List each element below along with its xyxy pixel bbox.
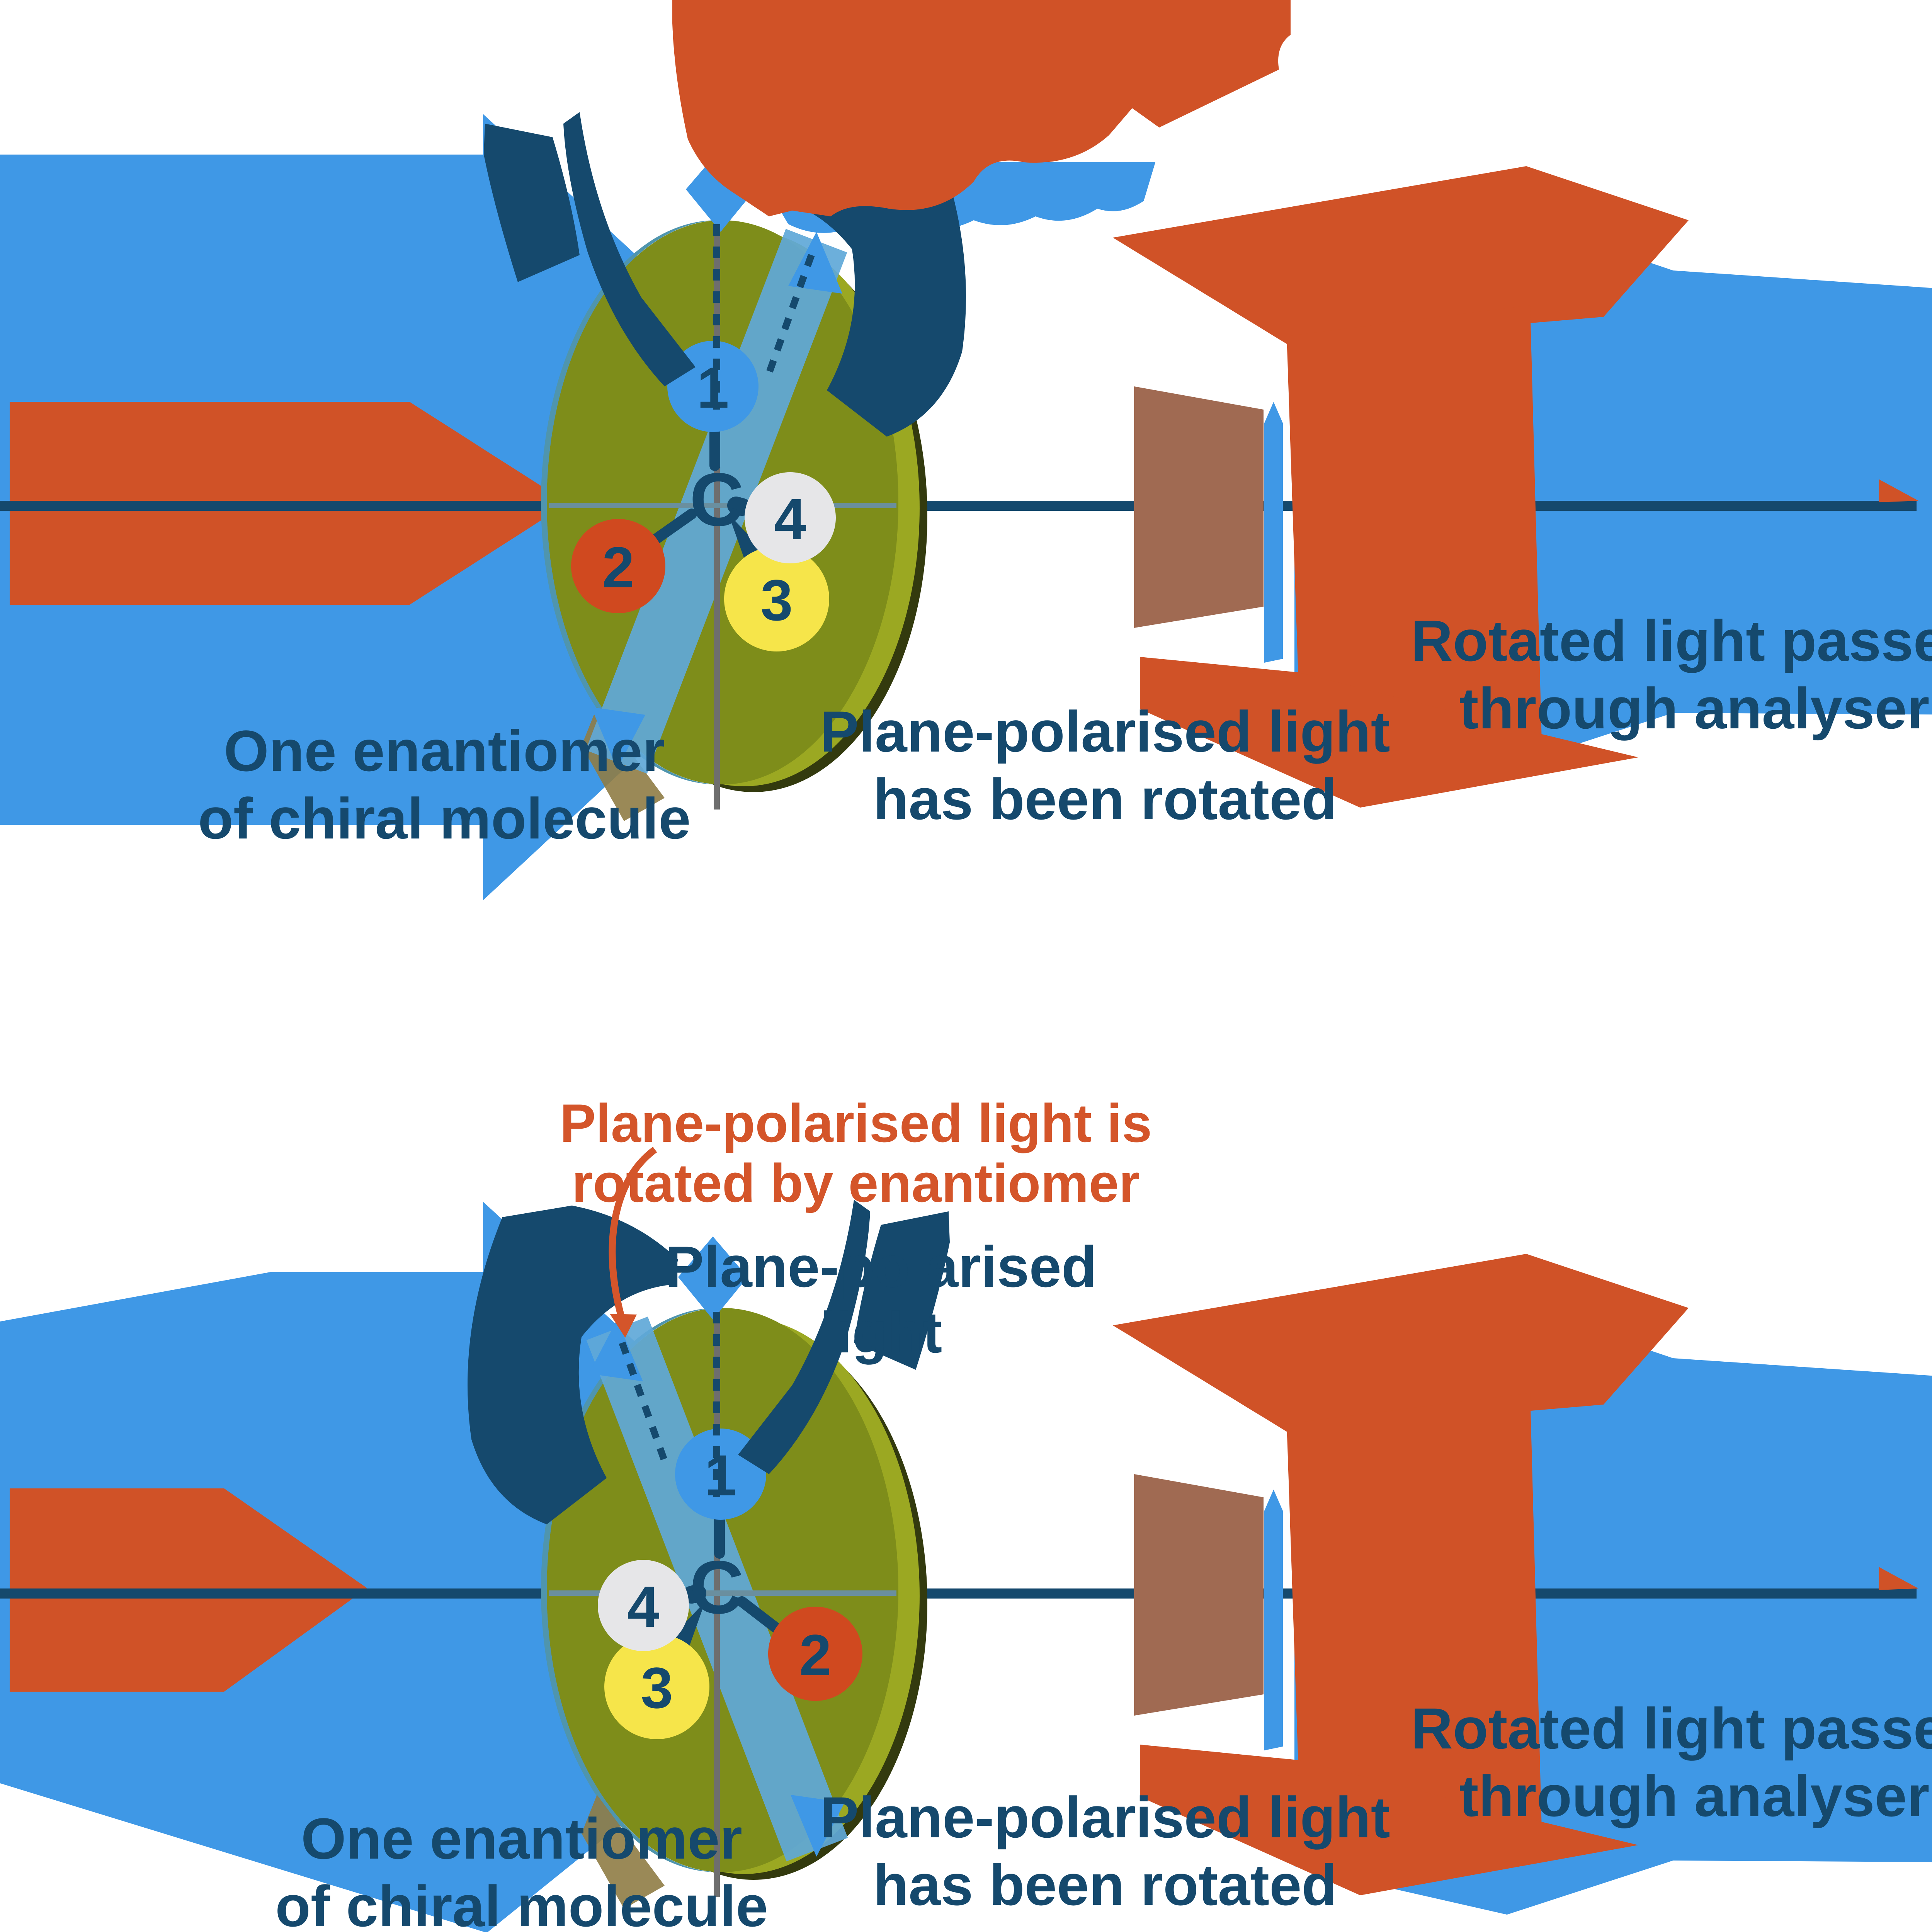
label-enantiomer-2: of chiral molecule [198, 786, 690, 851]
molecule-bottom [598, 1429, 862, 1739]
beam-axis-arrowhead-b [1879, 1567, 1918, 1590]
label-analyser-1-b: Rotated light passes [1411, 1696, 1932, 1761]
atom-4-b: 4 [627, 1574, 659, 1639]
plane-marker-diamond-b [678, 1236, 748, 1320]
beam-behind-filter-b [1134, 1474, 1264, 1716]
label-enantiomer-1: One enantiomer [224, 718, 665, 783]
atom-3-circle [724, 546, 829, 651]
label-enantiomer-1-b: One enantiomer [301, 1806, 742, 1871]
atom-2-b: 2 [799, 1622, 831, 1687]
label-analyser-2-b: through analyser [1459, 1764, 1930, 1828]
label-plane-2-b: light [820, 1300, 942, 1365]
horn-left [563, 112, 696, 386]
caption-line-2: rotated by enantiomer [572, 1153, 1140, 1213]
analyser-filter-b [1113, 1254, 1689, 1895]
atom-1-b: 1 [704, 1443, 736, 1508]
atom-3-circle-b [604, 1634, 709, 1739]
caption-arrow [609, 1146, 657, 1321]
filter-slit-b [1264, 1490, 1283, 1750]
filter-bottom-arm [1140, 657, 1638, 808]
atom-2: 2 [602, 535, 634, 600]
filter-column [1287, 305, 1542, 742]
label-rotated-1: Plane-polarised light [820, 699, 1390, 764]
beam-behind-filter [1134, 386, 1264, 628]
label-rotated-1-b: Plane-polarised light [820, 1785, 1390, 1850]
beam-axis-line-b [0, 1588, 1917, 1599]
horn-far-left [484, 124, 580, 282]
horn-left-b [468, 1206, 678, 1524]
atom-2-circle-b [768, 1607, 862, 1701]
atom-4: 4 [774, 486, 806, 551]
label-enantiomer-2-b: of chiral molecule [275, 1874, 768, 1932]
atom-1: 1 [697, 355, 729, 420]
filter-bottom-arm-b [1140, 1745, 1638, 1895]
atom-3-b: 3 [641, 1655, 673, 1720]
orange-caption-blob [672, 0, 1291, 216]
atom-c-b: C [690, 1545, 744, 1629]
beam-axis-line [0, 501, 1917, 511]
horn-far-right-b [854, 1211, 950, 1370]
beam-axis-arrowhead [1879, 479, 1918, 502]
caption-arrowhead [610, 1314, 637, 1338]
filter-column-b [1287, 1393, 1542, 1830]
rotation-angle-marks-b [468, 1200, 950, 1524]
filter-top-arm-b [1113, 1254, 1689, 1432]
atom-2-circle [571, 519, 665, 613]
atom-4-circle-b [598, 1560, 689, 1651]
filter-slit [1264, 402, 1283, 663]
filter-top-arm [1113, 166, 1689, 344]
analyser-filter [1113, 166, 1689, 808]
atom-c: C [690, 457, 744, 542]
label-analyser-2: through analyser [1459, 676, 1930, 741]
caption-line-1: Plane-polarised light is [560, 1093, 1152, 1153]
horn-right-b [738, 1200, 870, 1474]
atom-4-circle [745, 472, 836, 563]
label-rotated-2: has been rotated [873, 767, 1337, 832]
molecule-top [571, 341, 836, 651]
disc-stand-shadow-b [582, 1795, 665, 1909]
label-analyser-1: Rotated light passes [1411, 608, 1932, 673]
atom-3: 3 [760, 568, 793, 633]
label-plane-1-b: Plane-polarised [665, 1234, 1097, 1299]
label-rotated-2-b: has been rotated [873, 1852, 1337, 1917]
